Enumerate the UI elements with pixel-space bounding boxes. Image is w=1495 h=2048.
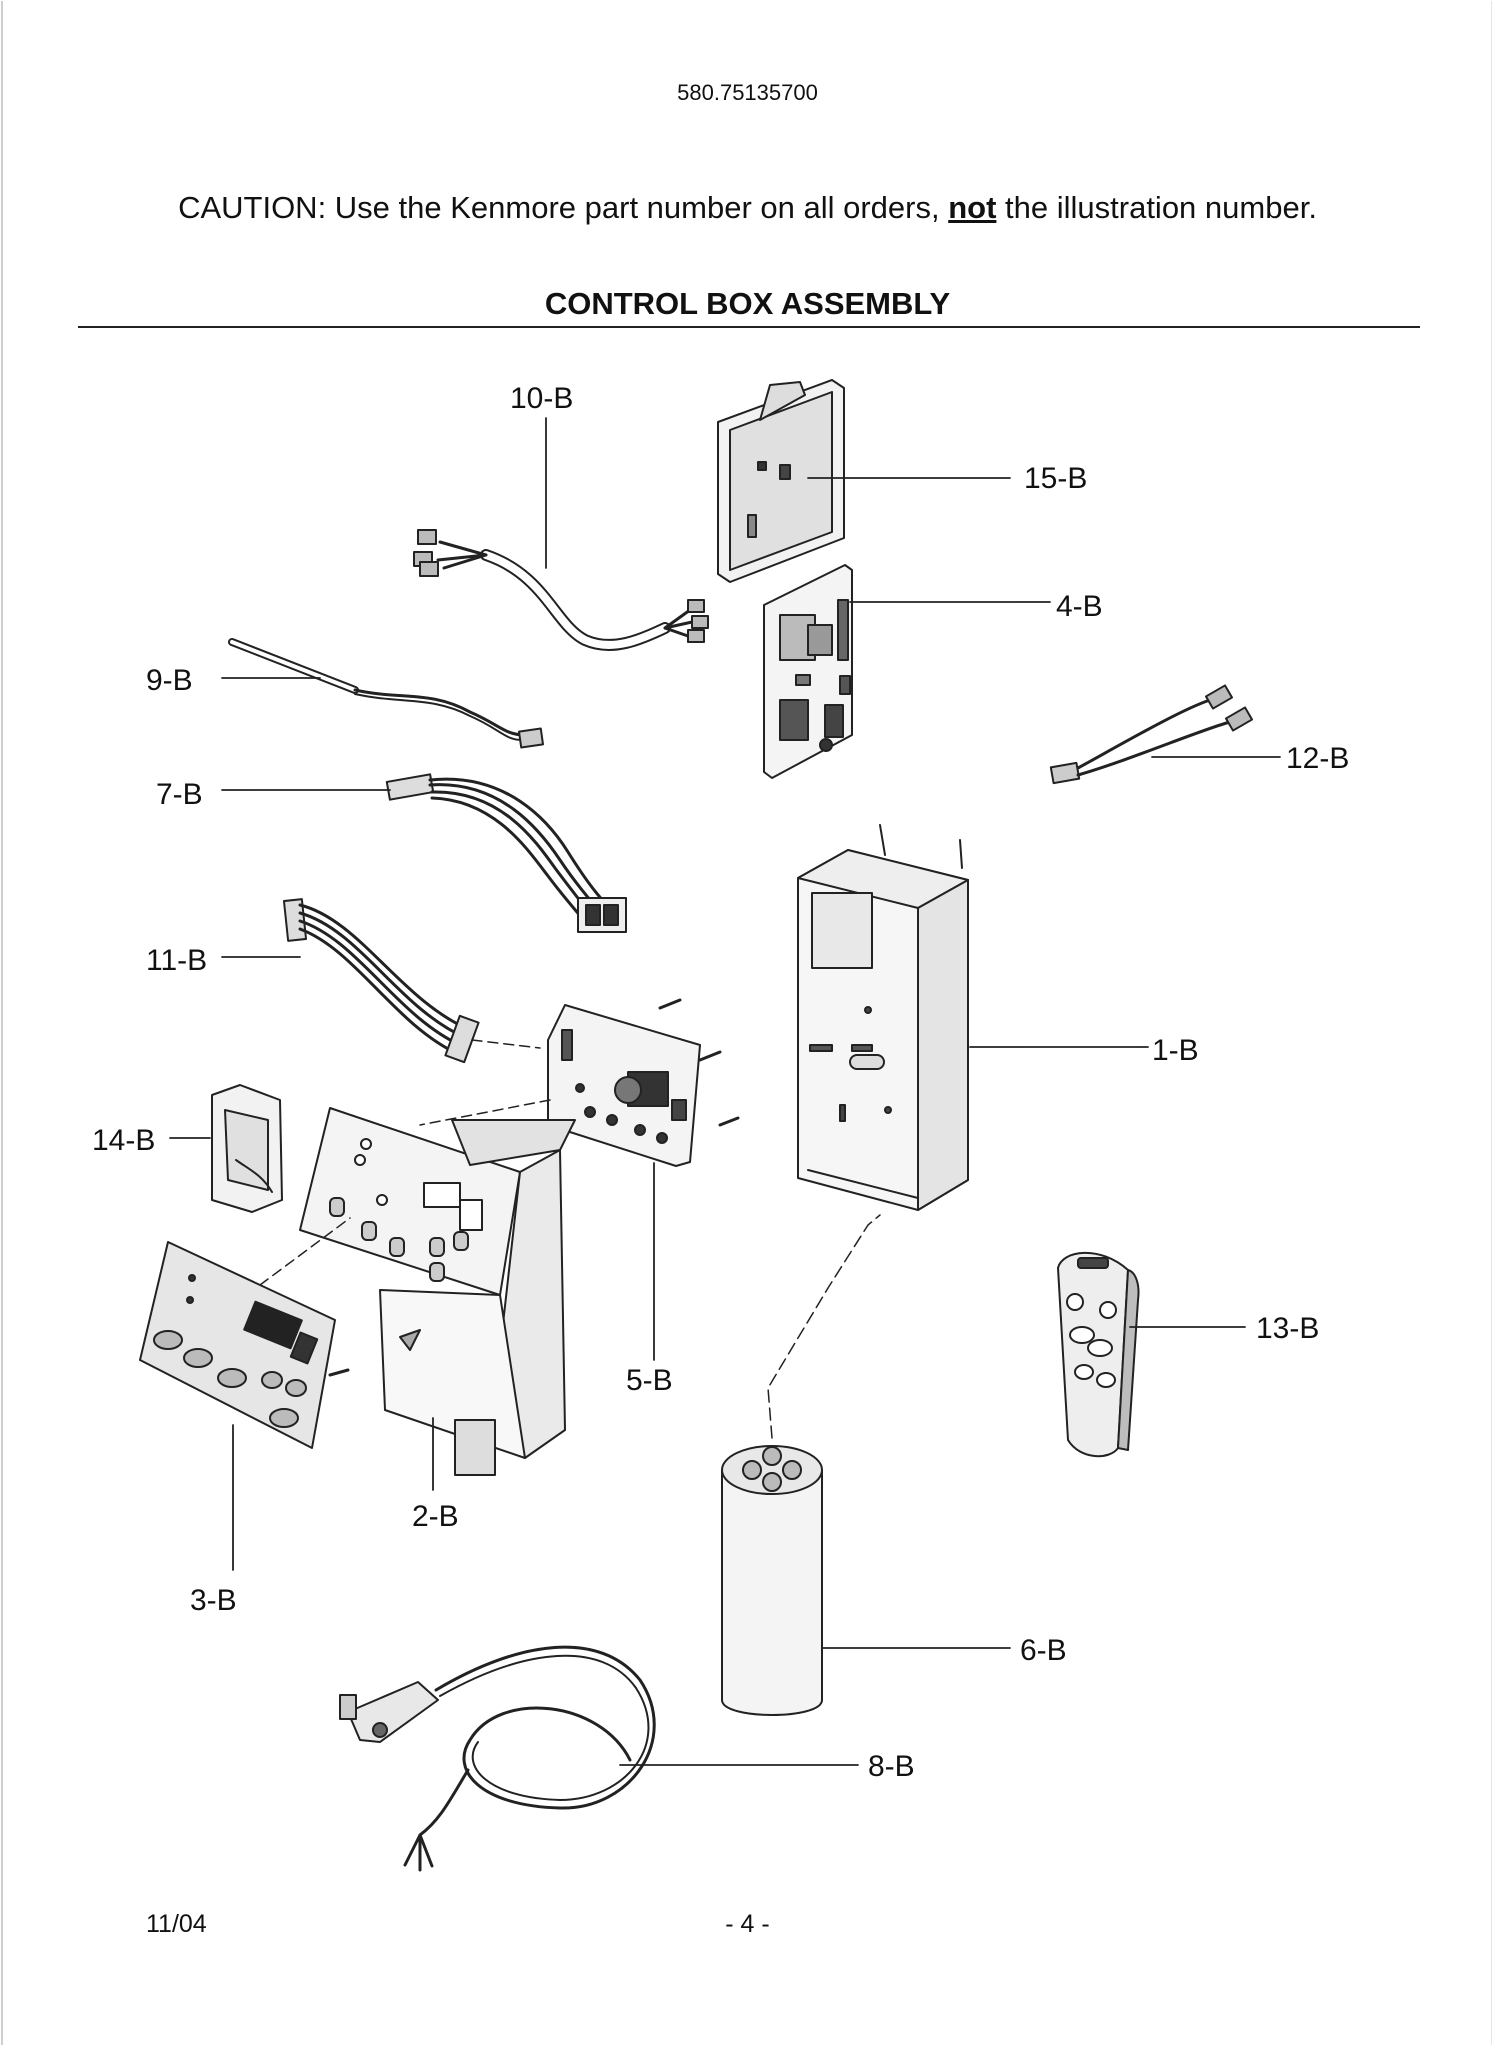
caution-suffix: the illustration number.: [996, 190, 1317, 225]
part-cable-7b: [385, 773, 627, 933]
model-number: 580.75135700: [677, 80, 818, 105]
callout-8b: 8-B: [868, 1750, 915, 1783]
part-thermistor-12b: [1049, 684, 1254, 785]
callout-4b: 4-B: [1056, 590, 1103, 623]
part-membrane-3b: [139, 1217, 351, 1449]
callout-15b: 15-B: [1024, 462, 1087, 495]
callout-5b: 5-B: [626, 1364, 673, 1397]
part-main-board-4b: [763, 564, 853, 779]
page-number: - 4 -: [725, 1910, 770, 1938]
callout-2b: 2-B: [412, 1500, 459, 1533]
footer-date: 11/04: [146, 1910, 207, 1938]
leader-lines: [169, 417, 1281, 1766]
callout-14b: 14-B: [92, 1124, 155, 1157]
callout-6b: 6-B: [1020, 1634, 1067, 1667]
callout-3b: 3-B: [190, 1584, 237, 1617]
caution-notice: CAUTION: Use the Kenmore part number on …: [0, 190, 1495, 226]
part-remote-13b: [1057, 1251, 1140, 1458]
part-sensor-9b: [228, 638, 545, 749]
part-harness-10b: [413, 529, 709, 651]
callout-9b: 9-B: [146, 664, 193, 697]
part-panel-frame-2b: [299, 1107, 576, 1476]
callout-13b: 13-B: [1256, 1312, 1319, 1345]
title-rule: [78, 326, 1420, 328]
part-bracket-14b: [211, 1084, 283, 1213]
callout-1b: 1-B: [1152, 1034, 1199, 1067]
part-capacitor-6b: [721, 1214, 881, 1716]
part-flat-cable-11b: [282, 898, 541, 1064]
callout-10b: 10-B: [510, 382, 573, 415]
caution-prefix: CAUTION: Use the Kenmore part number on …: [178, 190, 949, 225]
callout-12b: 12-B: [1286, 742, 1349, 775]
section-title: CONTROL BOX ASSEMBLY: [544, 286, 951, 321]
part-power-cord-8b: [339, 1645, 656, 1872]
callout-11b: 11-B: [146, 944, 207, 977]
caution-emphasis: not: [948, 190, 997, 225]
part-cover-15b: [717, 379, 845, 583]
part-housing-1b: [797, 824, 969, 1211]
callout-7b: 7-B: [156, 778, 203, 811]
